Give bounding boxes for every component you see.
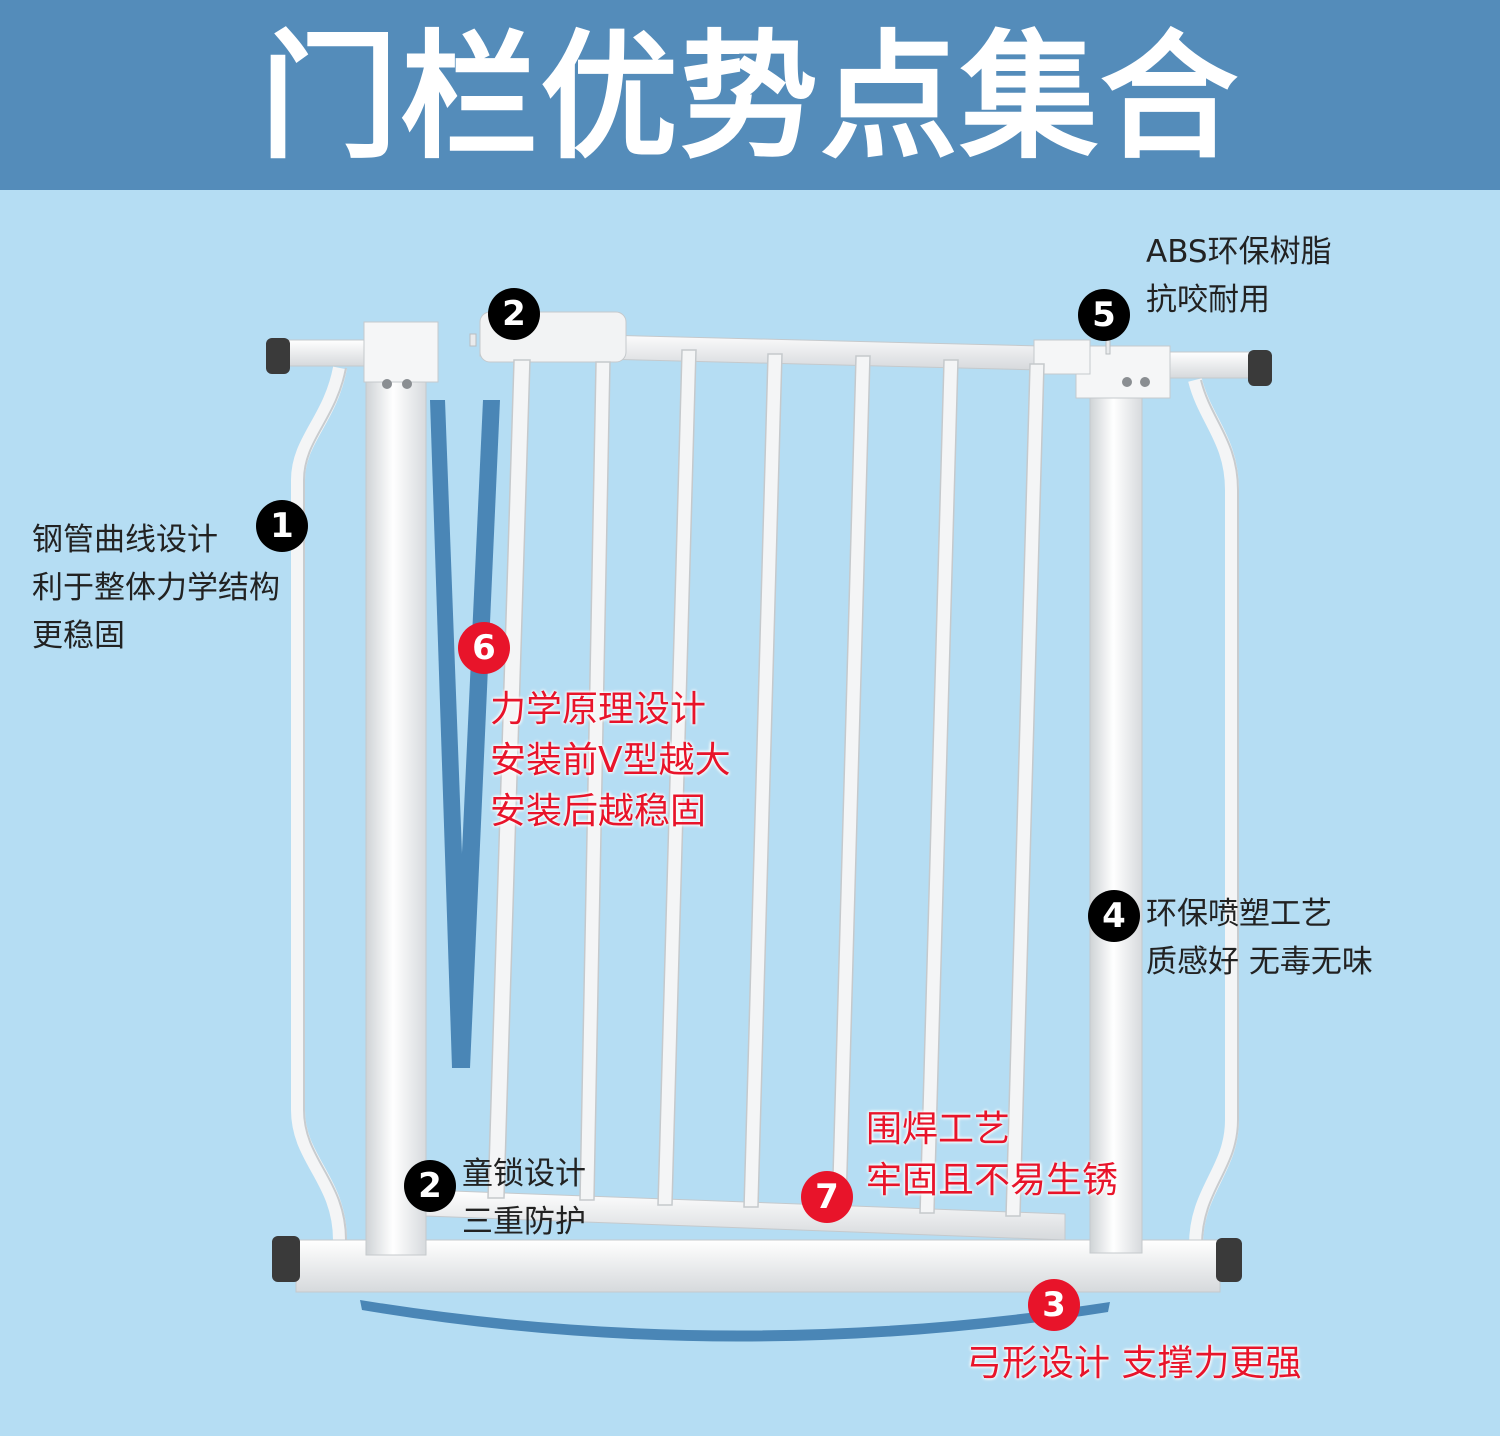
page-title: 门栏优势点集合: [259, 17, 1240, 178]
callout-1-badge: 1: [256, 500, 308, 552]
pressure-knob-tr: [1248, 350, 1272, 386]
gate-illustration: [266, 311, 1272, 1342]
callout-7-text: 围焊工艺 牢固且不易生锈: [866, 1104, 1118, 1206]
arc-mark: [360, 1300, 1110, 1342]
callout-5-badge: 5: [1078, 289, 1130, 341]
callout-7-line-1: 围焊工艺: [866, 1109, 1011, 1150]
callout-1-line-2: 利于整体力学结构: [32, 570, 280, 606]
callout-3-line-1: 弓形设计 支撑力更强: [966, 1343, 1302, 1384]
callout-4-text: 环保喷塑工艺 质感好 无毒无味: [1146, 890, 1373, 986]
callout-2-badge: 2: [404, 1160, 456, 1212]
right-side-tube: [1188, 378, 1239, 1246]
bottom-bar: [295, 1239, 1221, 1293]
callout-7-line-2: 牢固且不易生锈: [866, 1160, 1119, 1201]
callout-4-line-2: 质感好 无毒无味: [1146, 944, 1373, 980]
left-post: [365, 364, 427, 1256]
callout-1-text: 钢管曲线设计 利于整体力学结构 更稳固: [32, 516, 280, 660]
left-hinge-block: [363, 321, 439, 383]
left-side-tube: [291, 366, 347, 1241]
v-mark-right: [452, 400, 500, 1068]
callout-5-text: ABS环保树脂 抗咬耐用: [1146, 228, 1332, 324]
callout-3-badge: 3: [1028, 1279, 1080, 1331]
callout-6-line-1: 力学原理设计: [490, 689, 707, 730]
door-bars: [487, 349, 1045, 1217]
callout-6-line-2: 安装前V型越大: [490, 740, 731, 781]
callout-2-line-2: 三重防护: [462, 1204, 586, 1240]
callout-6-badge: 6: [458, 622, 510, 674]
callout-1-line-1: 钢管曲线设计: [32, 522, 218, 558]
callout-5-line-1: ABS环保树脂: [1146, 234, 1332, 270]
callout-4-badge: 4: [1088, 890, 1140, 942]
right-hinge-block: [1075, 345, 1171, 399]
callout-4-line-1: 环保喷塑工艺: [1146, 896, 1332, 932]
callout-2-text: 童锁设计 三重防护: [462, 1150, 586, 1246]
callout-6-line-3: 安装后越稳固: [490, 791, 707, 832]
pressure-knob-tl: [266, 338, 290, 374]
callout-1-line-3: 更稳固: [32, 618, 125, 654]
callout-5-line-2: 抗咬耐用: [1146, 282, 1270, 318]
callout-7-badge: 7: [801, 1171, 853, 1223]
callout-2-line-1: 童锁设计: [462, 1156, 586, 1192]
header-banner: 门栏优势点集合: [0, 0, 1500, 190]
pressure-knob-br: [1216, 1238, 1242, 1282]
top-right-bar: [1159, 351, 1251, 379]
callout-6-text: 力学原理设计 安装前V型越大 安装后越稳固: [490, 684, 731, 837]
callout-2-top-badge: 2: [488, 288, 540, 340]
callout-3-text: 弓形设计 支撑力更强: [966, 1338, 1301, 1389]
pressure-knob-bl: [272, 1236, 300, 1282]
